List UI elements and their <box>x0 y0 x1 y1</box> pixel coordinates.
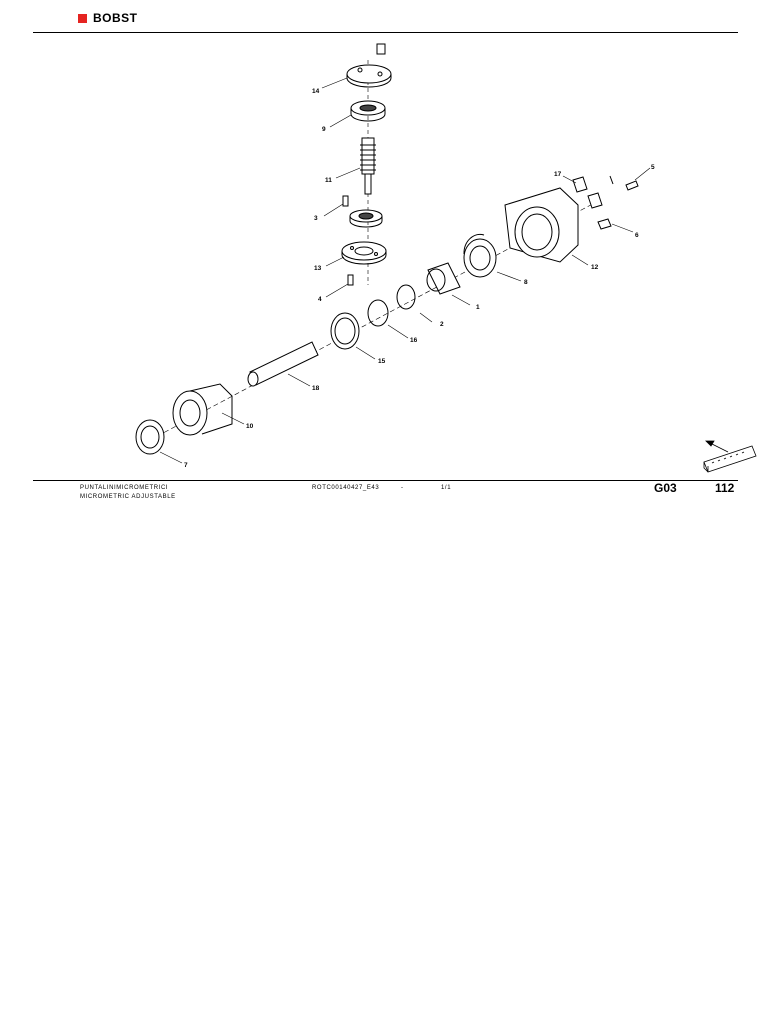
part-orientation-arrow-icon <box>703 440 757 473</box>
part-15-washer <box>330 312 360 350</box>
callout-2: 2 <box>440 321 444 328</box>
footer-separator: - <box>401 485 404 491</box>
callout-18: 18 <box>312 385 320 392</box>
group-reference: G03 <box>654 481 677 495</box>
logo-square-icon <box>78 13 87 23</box>
bobst-logo: BOBST <box>78 11 138 25</box>
part-6-screw <box>597 218 612 230</box>
callout-5: 5 <box>651 164 655 171</box>
footer-rule <box>33 480 738 481</box>
page-number: 112 <box>715 481 735 495</box>
callout-17: 17 <box>554 171 562 178</box>
brand-name: BOBST <box>93 11 138 25</box>
callout-3: 3 <box>314 215 318 222</box>
callout-7: 7 <box>184 462 188 469</box>
callout-6: 6 <box>635 232 639 239</box>
page-header: BOBST <box>0 0 768 36</box>
sheet-number: 1/1 <box>441 485 452 491</box>
callout-14: 14 <box>312 88 320 95</box>
part-18-shaft <box>247 341 319 387</box>
callout-11: 11 <box>325 177 332 184</box>
part-5-screw <box>609 175 639 191</box>
part-12-housing <box>504 187 579 263</box>
part-9-bearing <box>350 100 386 122</box>
callout-1: 1 <box>476 304 480 311</box>
footer-title-en: MICROMETRIC ADJUSTABLE <box>80 494 176 500</box>
document-code: ROTC00140427_E43 <box>312 485 380 491</box>
part-16-ring <box>367 299 389 327</box>
part-17-clamp <box>572 176 603 209</box>
callout-4: 4 <box>318 296 322 303</box>
callout-16: 16 <box>410 337 418 344</box>
callout-8: 8 <box>524 279 528 286</box>
part-13-flange <box>341 241 387 265</box>
part-bearing-lower <box>349 209 383 228</box>
part-14-cover <box>346 43 392 88</box>
part-4-screw <box>347 274 354 286</box>
part-3-pin <box>342 195 349 207</box>
footer-title-it: PUNTALINIMICROMETRICI <box>80 485 169 491</box>
part-1-sleeve <box>426 262 461 295</box>
callout-9: 9 <box>322 126 326 133</box>
exploded-parts-drawing: 14 9 11 3 13 4 1 2 16 15 18 10 7 8 12 17… <box>135 43 757 473</box>
part-7-nut <box>135 419 165 455</box>
part-2-circlip <box>396 284 416 310</box>
part-8-needle-bearing <box>463 233 497 278</box>
callout-15: 15 <box>378 358 386 365</box>
header-rule <box>33 32 738 33</box>
part-11-worm-shaft <box>360 137 376 195</box>
callout-12: 12 <box>591 264 599 271</box>
callout-10: 10 <box>246 423 254 430</box>
part-10-body <box>172 383 233 436</box>
callout-13: 13 <box>314 265 322 272</box>
